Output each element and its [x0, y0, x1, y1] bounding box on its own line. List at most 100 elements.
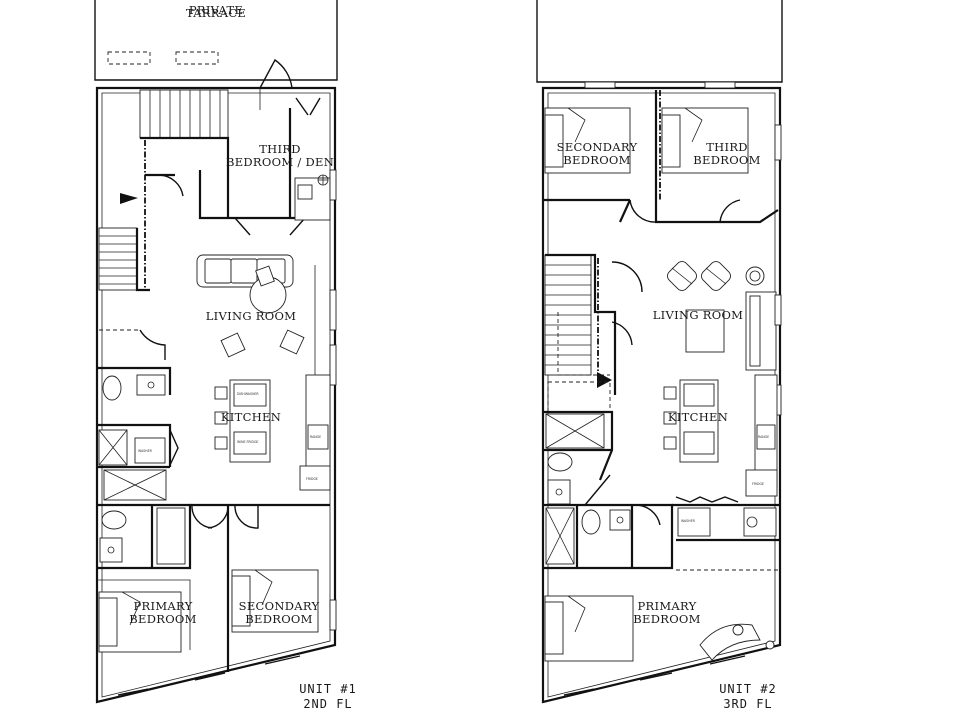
- terrace-door: [259, 58, 293, 89]
- window: [329, 169, 337, 201]
- armchair: [667, 261, 697, 291]
- wall: [97, 503, 192, 570]
- kitchen-island: [663, 379, 719, 463]
- room-label-secondary-bedroom: SECONDARY: [557, 140, 638, 154]
- side-table: [745, 266, 765, 286]
- tub: [156, 507, 186, 565]
- wall: [198, 170, 228, 220]
- bedroom-door: [191, 504, 229, 529]
- unit-1-floor-caption: 2ND FL: [303, 697, 352, 711]
- sink: [609, 509, 631, 531]
- terrace-label: TARRACE: [186, 6, 246, 20]
- coffee-table: [685, 309, 725, 353]
- armchair: [220, 332, 246, 358]
- lounge-chair: [699, 623, 775, 661]
- wall: [97, 366, 172, 469]
- toilet: [102, 375, 122, 401]
- svg-text:WASHER: WASHER: [138, 449, 153, 453]
- unit-1-caption: UNIT #1: [299, 682, 357, 696]
- bedroom-door: [234, 504, 259, 529]
- bed: [544, 595, 634, 662]
- room-label-third-bedroom: BEDROOM / DEN: [226, 155, 334, 169]
- bed: [661, 107, 749, 174]
- svg-text:DISHWASHER: DISHWASHER: [237, 392, 259, 396]
- unit-1-outer-wall: [95, 86, 337, 704]
- bed: [231, 569, 319, 633]
- window: [704, 81, 736, 89]
- svg-text:FRIDGE: FRIDGE: [306, 477, 318, 481]
- room-label-secondary-bedroom: BEDROOM: [245, 612, 312, 626]
- window: [774, 294, 782, 326]
- washer-dryer: [677, 507, 711, 537]
- room-label-primary-bedroom: PRIMARY: [133, 599, 192, 613]
- wall: [190, 503, 330, 672]
- closet-door: [611, 261, 643, 346]
- room-label-third-bedroom: BEDROOM: [693, 153, 760, 167]
- sink: [136, 374, 166, 396]
- room-label-primary-bedroom: PRIMARY: [637, 599, 696, 613]
- svg-text:RANGE: RANGE: [758, 435, 769, 439]
- entry-arrow-icon: [597, 372, 612, 388]
- toilet: [581, 509, 601, 535]
- water-heater: [743, 507, 777, 537]
- window: [774, 124, 782, 161]
- wall: [543, 503, 674, 570]
- closet-door: [234, 217, 306, 236]
- bed: [98, 591, 182, 653]
- room-label-third-bedroom: THIRD: [706, 140, 748, 154]
- stair-top: [139, 89, 229, 139]
- room-label-secondary-bedroom: BEDROOM: [563, 153, 630, 167]
- upper-outline: [536, 0, 783, 83]
- entry-arrow-icon: [120, 193, 138, 204]
- room-label-secondary-bedroom: SECONDARY: [239, 599, 320, 613]
- room-label-primary-bedroom: BEDROOM: [129, 612, 196, 626]
- room-label-third-bedroom: THIRD: [259, 142, 301, 156]
- armchair: [701, 261, 731, 291]
- room-label-kitchen: KITCHEN: [221, 410, 281, 424]
- sink: [99, 537, 123, 563]
- toilet: [101, 510, 127, 530]
- svg-text:WINE FRIDGE: WINE FRIDGE: [237, 440, 258, 444]
- armchair: [279, 329, 305, 355]
- entry-door: [159, 174, 184, 197]
- unit-2-plan: RANGE FRIDGE WASHER: [536, 0, 783, 704]
- unit-1-plan: DISHWASHER WINE FRIDGE RANGE FRIDGE WASH…: [94, 0, 338, 704]
- terrace-skylight: [175, 51, 219, 65]
- kitchen-counter: RANGE FRIDGE: [745, 374, 778, 497]
- room-label-kitchen: KITCHEN: [668, 410, 728, 424]
- wall: [543, 410, 614, 481]
- unit-2-outer-wall: [541, 86, 782, 704]
- bathroom-door: [634, 504, 661, 526]
- wall: [543, 90, 779, 224]
- terrace-outline: [94, 0, 338, 81]
- window: [329, 344, 337, 386]
- wall: [140, 136, 230, 218]
- closet-door: [139, 329, 166, 360]
- room-label-primary-bedroom: BEDROOM: [633, 612, 700, 626]
- kitchen-island: DISHWASHER WINE FRIDGE: [214, 379, 271, 463]
- stair: [544, 254, 592, 376]
- window: [329, 289, 337, 331]
- bedroom-door: [629, 199, 741, 223]
- stair-left: [98, 227, 138, 291]
- room-label-living-room: LIVING ROOM: [653, 308, 744, 322]
- room-label-living-room: LIVING ROOM: [206, 309, 297, 323]
- terrace-label: PRIVATE: [189, 3, 243, 17]
- sink: [547, 479, 571, 505]
- washer-dryer: [134, 437, 166, 464]
- window: [329, 599, 337, 631]
- svg-text:RANGE: RANGE: [310, 435, 321, 439]
- unit-1-labels: PRIVATE TARRACE THIRD BEDROOM / DEN LIVI…: [129, 3, 357, 711]
- bed: [544, 107, 631, 174]
- unit-2-labels: SECONDARY BEDROOM THIRD BEDROOM LIVING R…: [557, 140, 777, 711]
- unit-2-caption: UNIT #2: [719, 682, 777, 696]
- unit-2-floor-caption: 3RD FL: [723, 697, 772, 711]
- kitchen-counter: RANGE FRIDGE: [299, 374, 331, 491]
- closet-door: [295, 97, 321, 116]
- svg-text:WASHER: WASHER: [681, 519, 696, 523]
- terrace-skylight: [107, 51, 151, 65]
- window: [584, 81, 616, 89]
- toilet: [547, 452, 573, 472]
- svg-text:FRIDGE: FRIDGE: [752, 482, 764, 486]
